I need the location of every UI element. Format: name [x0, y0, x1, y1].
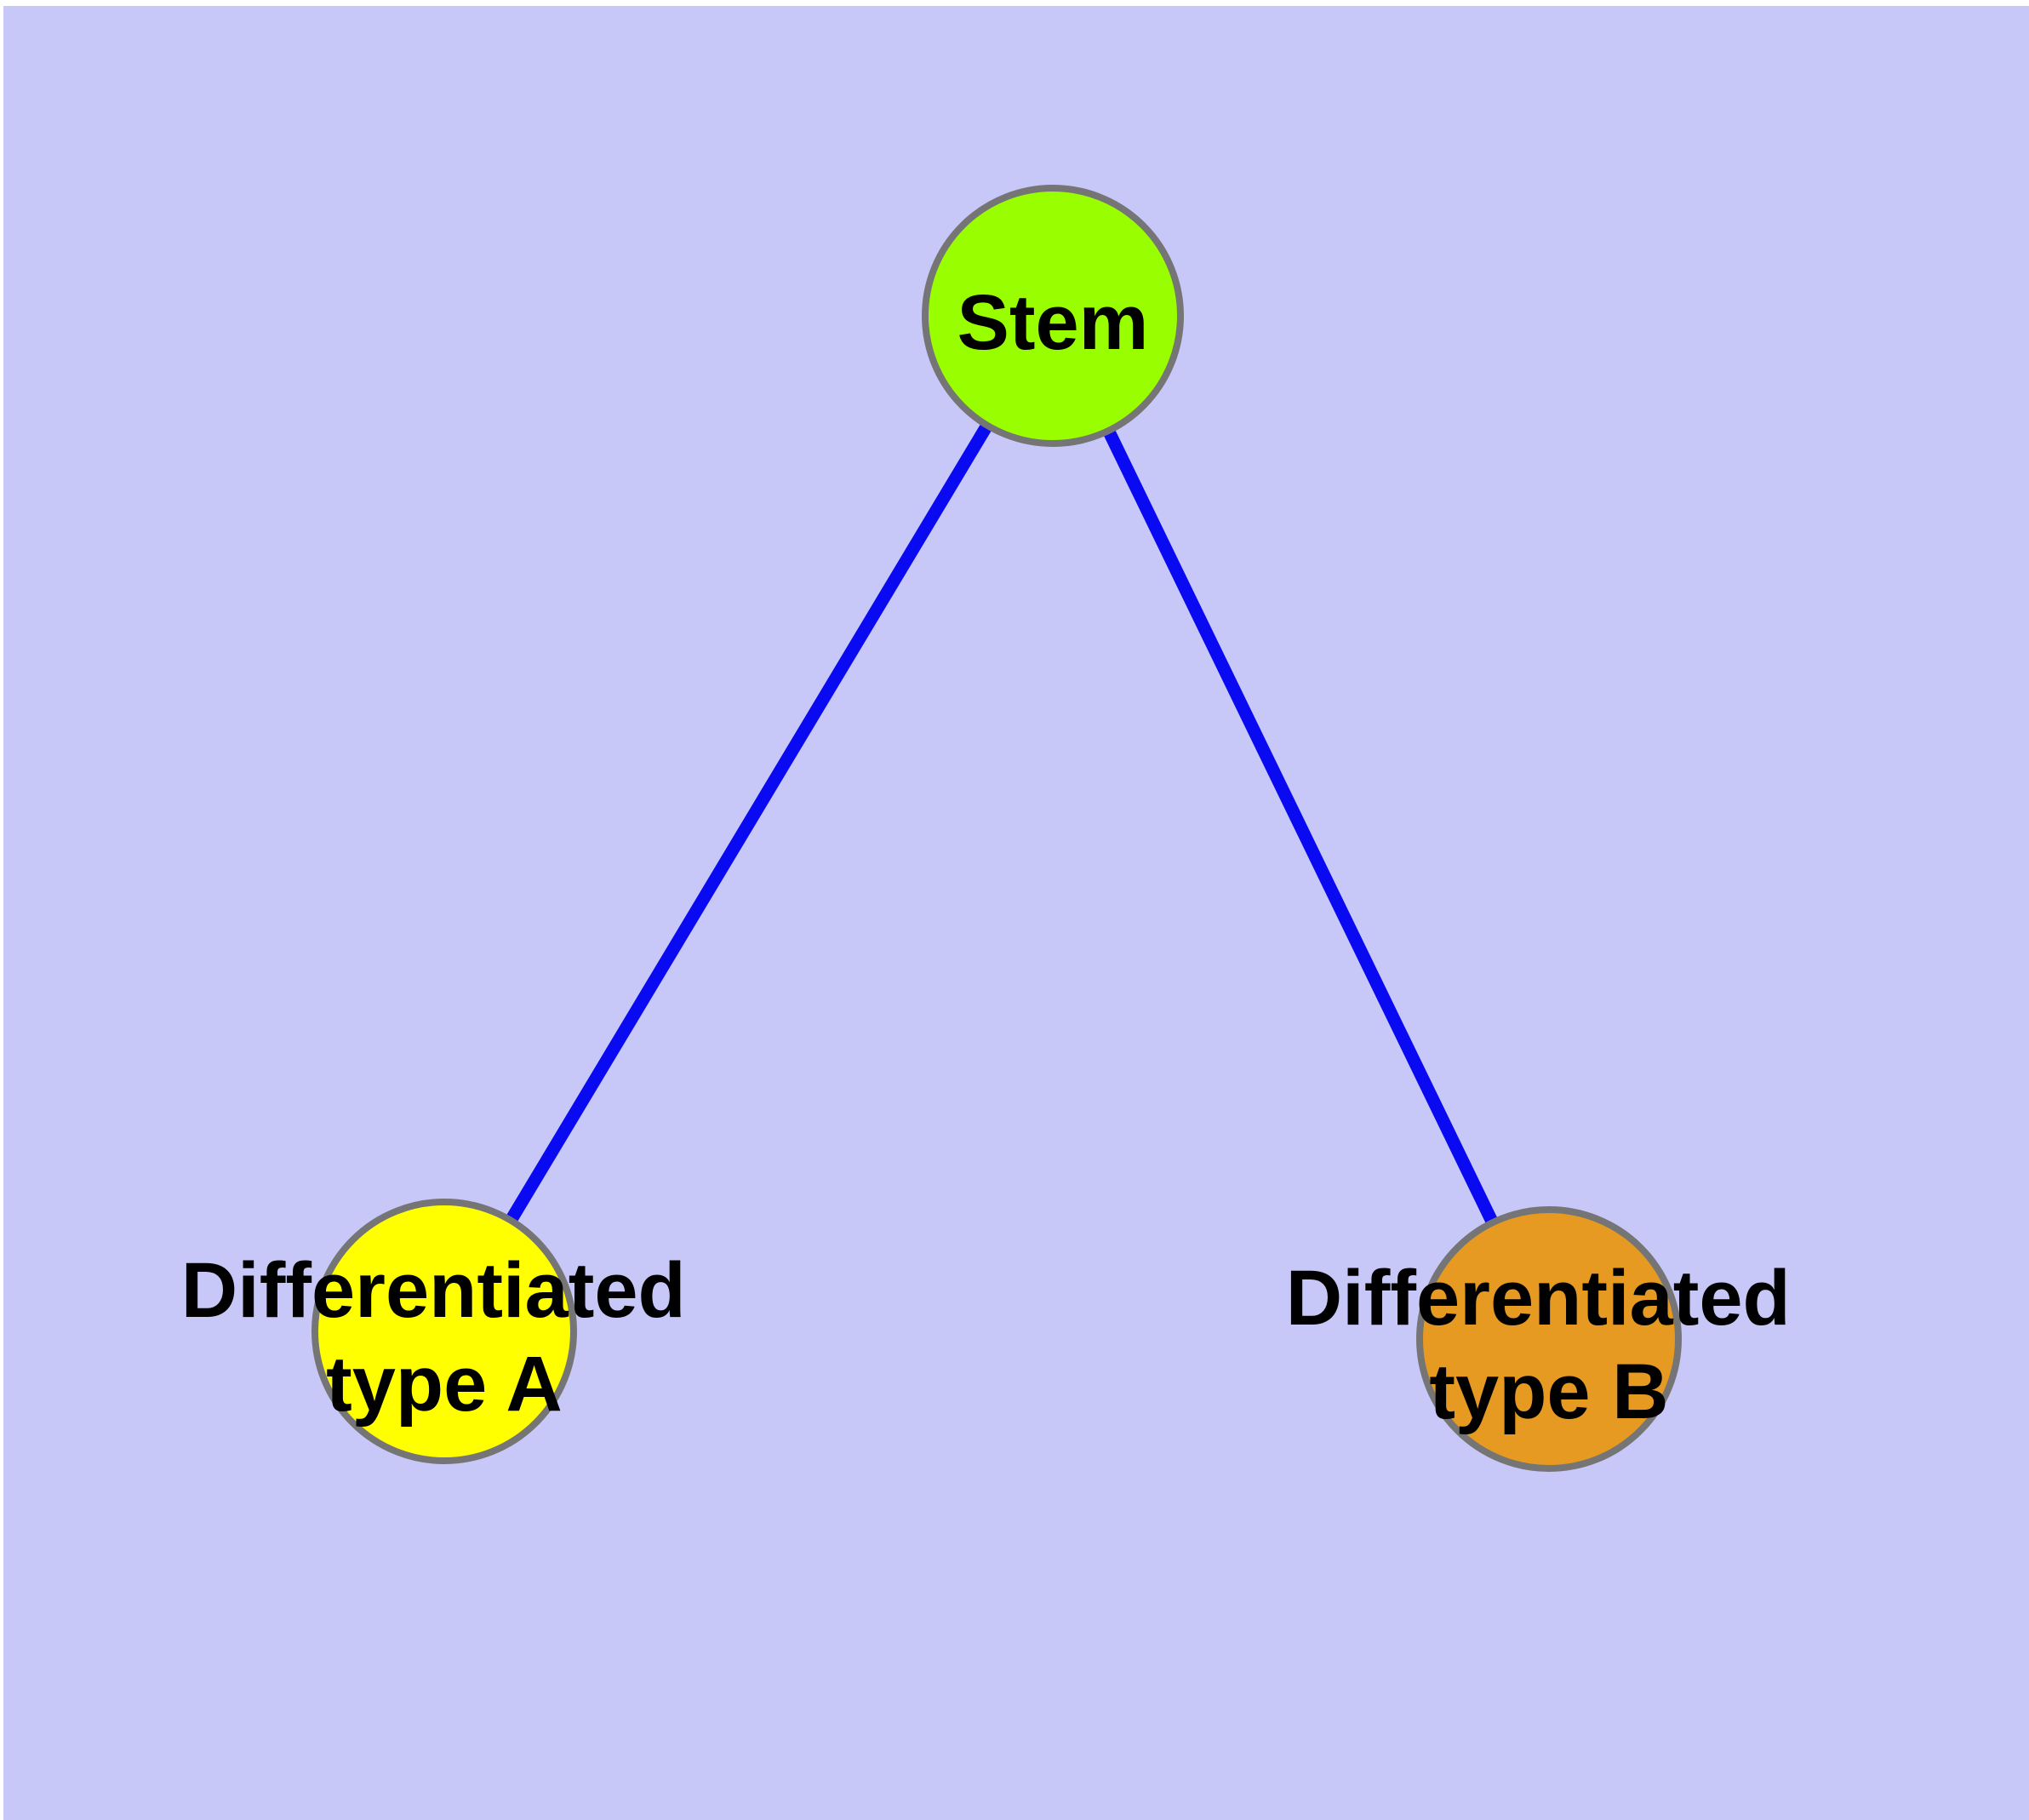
- node-type-b-label: Differentiated type B: [1286, 1255, 1813, 1435]
- node-type-a-label: Differentiated type A: [181, 1247, 708, 1428]
- node-type-b-label-line1: Differentiated: [1286, 1255, 1791, 1342]
- edge-stem-to-type-b: [1047, 312, 1555, 1342]
- edge-stem-to-type-a: [438, 312, 1059, 1335]
- node-type-a-label-line2: type A: [326, 1341, 563, 1428]
- node-type-b-label-line2: type B: [1429, 1348, 1668, 1435]
- node-stem-label: Stem: [957, 279, 1149, 366]
- node-type-a-circle: [311, 1199, 577, 1464]
- node-type-b-circle: [1416, 1206, 1682, 1472]
- node-type-a-label-line1: Differentiated: [181, 1247, 686, 1334]
- node-stem-circle: [922, 185, 1184, 447]
